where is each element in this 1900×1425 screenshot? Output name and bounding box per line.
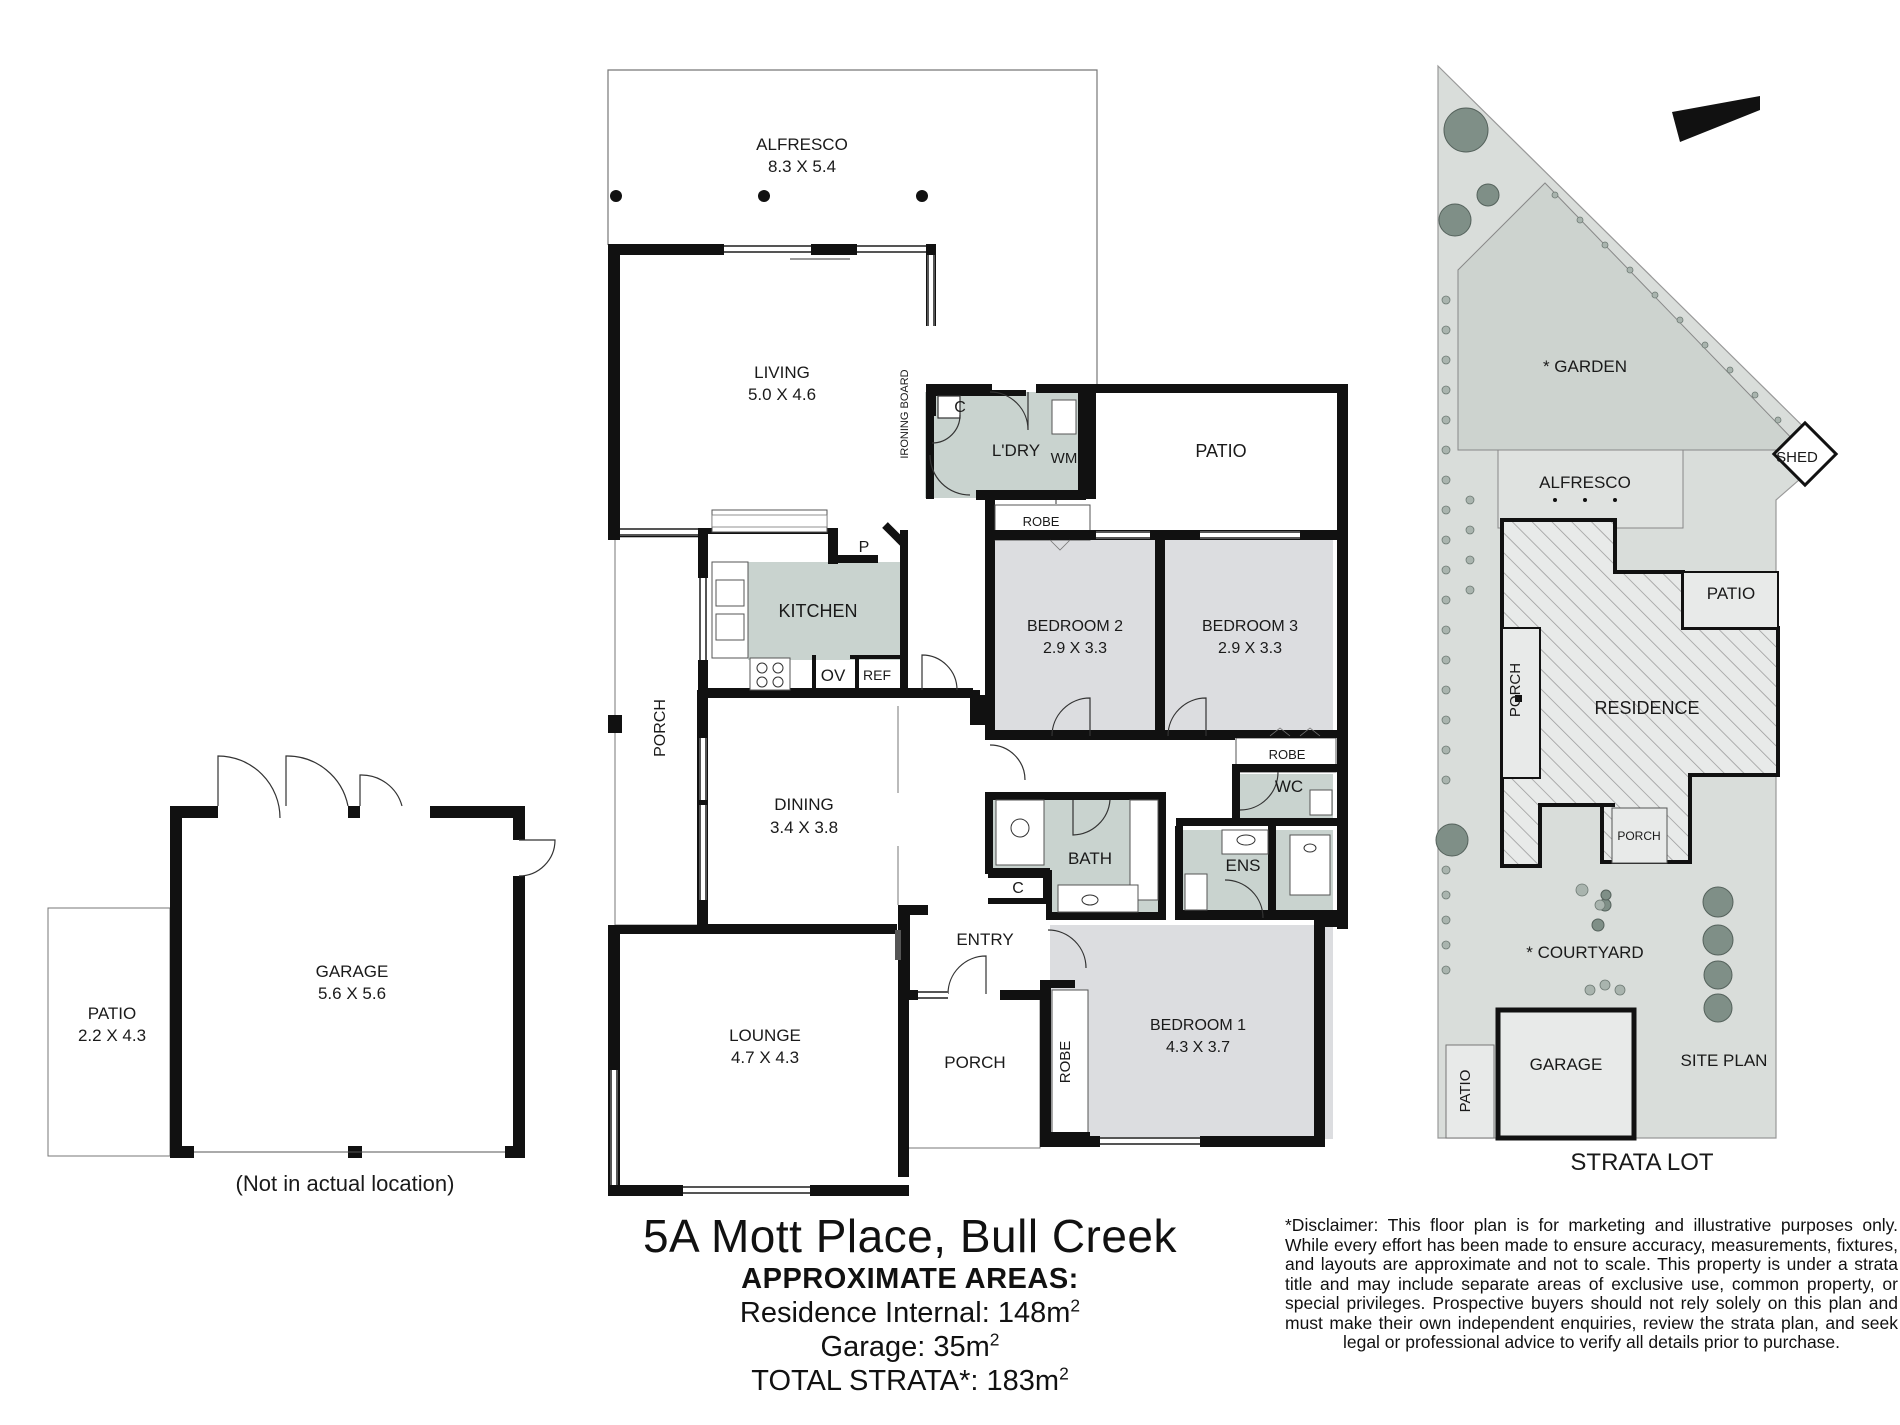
total-strata-area: TOTAL STRATA*: 183m2 [560, 1364, 1260, 1398]
property-address: 5A Mott Place, Bull Creek [642, 1210, 1178, 1262]
site-garden-area [1457, 182, 1805, 451]
garage-block: PATIO 2.2 X 4.3 GARAGE 5.6 X 5.6 (Not in… [47, 755, 556, 1196]
patio-label: PATIO [1195, 441, 1246, 461]
bedroom3-size: 2.9 X 3.3 [1218, 640, 1282, 657]
north-arrow-icon [1672, 96, 1760, 142]
strata-lot-label: STRATA LOT [1570, 1149, 1713, 1176]
garage-patio-size: 2.2 X 4.3 [78, 1026, 146, 1045]
total-strata-text: TOTAL STRATA*: 183m [751, 1365, 1060, 1397]
bedroom3-fill [1163, 540, 1333, 736]
living-size: 5.0 X 4.6 [748, 385, 816, 404]
garage-patio-name: PATIO [88, 1004, 137, 1023]
disclaimer: *Disclaimer: This floor plan is for mark… [1285, 1215, 1898, 1353]
title-block: 5A Mott Place, Bull Creek APPROXIMATE AR… [560, 1210, 1260, 1398]
disclaimer-label: *Disclaimer: [1285, 1215, 1379, 1235]
bedroom1-name: BEDROOM 1 [1150, 1017, 1246, 1034]
ensuite-label: ENS [1226, 856, 1261, 875]
fridge-label: REF [863, 667, 891, 683]
residence-area: Residence Internal: 148m2 [560, 1296, 1260, 1330]
ironing-board-label: IRONING BOARD [899, 369, 911, 458]
porch-label-front: PORCH [944, 1053, 1005, 1072]
garage-size: 5.6 X 5.6 [318, 984, 386, 1003]
kitchen-label: KITCHEN [778, 601, 857, 621]
bedroom2-name: BEDROOM 2 [1027, 618, 1123, 635]
lounge-size: 4.7 X 4.3 [731, 1048, 799, 1067]
wc-label: WC [1275, 777, 1303, 796]
garage-area-text: Garage: 35m [820, 1331, 990, 1363]
sq-superscript: 2 [989, 1329, 1000, 1350]
bedroom3-name: BEDROOM 3 [1202, 618, 1298, 635]
disclaimer-text: This floor plan is for marketing and ill… [1285, 1215, 1898, 1352]
bedroom1-size: 4.3 X 3.7 [1166, 1039, 1230, 1056]
site-plan-label: SITE PLAN [1681, 1051, 1768, 1070]
closet-label: C [954, 399, 966, 416]
lounge-name: LOUNGE [729, 1026, 801, 1045]
robe-label-3: ROBE [1057, 1041, 1074, 1084]
garage-area: Garage: 35m2 [560, 1330, 1260, 1364]
closet-label-2: C [1012, 880, 1024, 897]
residence-area-text: Residence Internal: 148m [739, 1297, 1071, 1329]
alfresco-size: 8.3 X 5.4 [768, 157, 836, 176]
approximate-areas-heading: APPROXIMATE AREAS: [741, 1263, 1079, 1295]
pantry-label: P [859, 539, 870, 556]
site-garage-label: GARAGE [1530, 1055, 1603, 1074]
kitchen-fill [748, 562, 904, 660]
site-residence-label: RESIDENCE [1594, 698, 1699, 718]
dining-size: 3.4 X 3.8 [770, 818, 838, 837]
robe-label-2: ROBE [1269, 747, 1306, 762]
site-porch-label: PORCH [1507, 663, 1524, 717]
bath-label: BATH [1068, 849, 1112, 868]
bedroom1-fill [1050, 925, 1333, 1139]
not-actual-location-note: (Not in actual location) [236, 1171, 455, 1196]
porch-label-left: PORCH [652, 699, 669, 757]
site-plan: * GARDEN SHED ALFRESCO PATIO PORCH RESID… [1435, 64, 1839, 1176]
living-name: LIVING [754, 363, 810, 382]
site-patio2-label: PATIO [1457, 1070, 1474, 1113]
washing-machine-label: WM [1051, 450, 1078, 467]
entry-label: ENTRY [956, 930, 1013, 949]
laundry-label: L'DRY [992, 441, 1040, 460]
site-patio-label: PATIO [1707, 584, 1756, 603]
site-alfresco-label: ALFRESCO [1539, 473, 1631, 492]
robe-label: ROBE [1023, 514, 1060, 529]
dining-name: DINING [774, 795, 834, 814]
alfresco-name: ALFRESCO [756, 135, 848, 154]
site-residence-outline [1500, 518, 1780, 868]
site-garage-outline [1495, 1007, 1637, 1141]
site-porch-small-label: PORCH [1617, 829, 1660, 843]
main-floor-plan: ALFRESCO 8.3 X 5.4 LIVING 5.0 X 4.6 IRON… [607, 69, 1348, 1196]
bedroom2-size: 2.9 X 3.3 [1043, 640, 1107, 657]
sq-superscript: 2 [1070, 1295, 1081, 1316]
garage-patio-area [47, 907, 171, 1157]
site-shed-label: SHED [1776, 449, 1818, 466]
sq-superscript: 2 [1059, 1363, 1069, 1384]
site-garden-label: * GARDEN [1543, 357, 1627, 376]
alfresco-outline [607, 69, 1098, 390]
oven-label: OV [821, 666, 846, 685]
bedroom2-fill [988, 540, 1158, 736]
garage-name: GARAGE [316, 962, 389, 981]
garage-area [178, 810, 518, 1156]
site-courtyard-label: * COURTYARD [1526, 943, 1643, 962]
